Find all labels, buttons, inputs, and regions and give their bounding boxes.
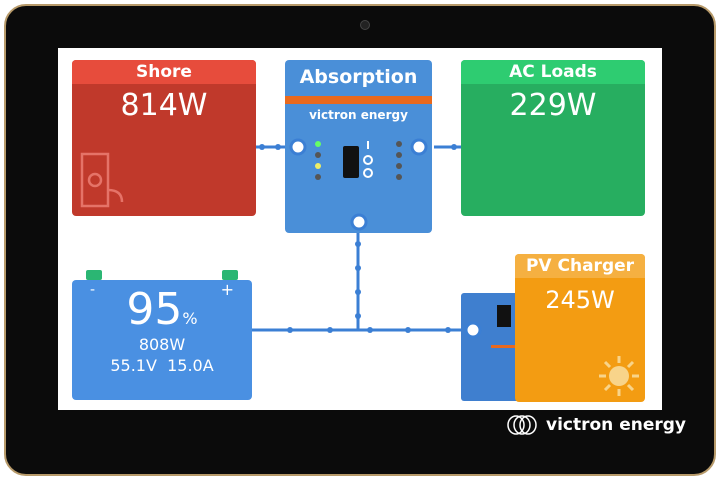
shore-power: 814W [120,88,208,123]
camera [360,20,370,30]
orange-bar [285,96,432,104]
screen: Shore 814W Absorption victron energy AC … [58,48,662,410]
sun-icon [599,356,639,396]
victron-logo: victron energy [498,414,686,436]
mppt-stripe [491,345,517,348]
shore-title: Shore [72,60,256,84]
pv-charger-title: PV Charger [515,254,645,278]
brand-text: victron energy [546,415,686,435]
victron-logo-icon [507,415,537,435]
mppt-display [497,305,511,327]
battery-current: 15.0A [167,356,214,375]
inverter-controls [289,138,428,180]
mppt-connector [464,321,482,339]
shore-plug-icon [80,152,124,208]
battery-power: 808W [138,335,186,354]
ac-loads-panel[interactable]: AC Loads 229W [461,60,645,216]
battery-soc: 95 [126,284,183,335]
plus-sign: + [220,280,234,299]
battery-panel[interactable]: - + 95% 808W 55.1V 15.0A [72,280,252,400]
soc-unit: % [182,309,198,328]
battery-terminal-plus [222,270,238,280]
inverter-state: Absorption [299,66,418,88]
pv-charger-power: 245W [545,286,615,314]
inverter-brand: victron energy [309,108,408,122]
shore-panel[interactable]: Shore 814W [72,60,256,216]
inverter-panel[interactable]: Absorption victron energy [285,60,432,233]
battery-terminal-minus [86,270,102,280]
ac-loads-title: AC Loads [461,60,645,84]
inverter-dc-connector [350,213,368,231]
pv-charger-panel[interactable]: PV Charger 245W [515,254,645,402]
ac-loads-power: 229W [509,88,597,123]
minus-sign: - [90,282,96,298]
battery-voltage: 55.1V [110,356,157,375]
